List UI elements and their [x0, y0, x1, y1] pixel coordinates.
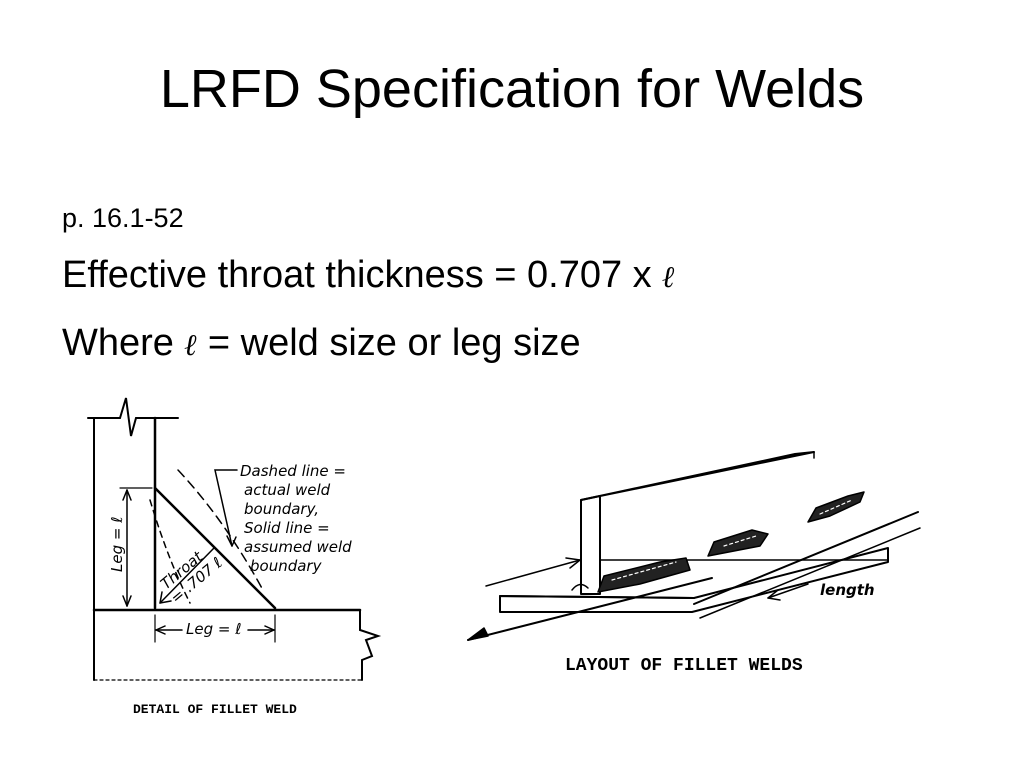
- weld-note-line-3: boundary,: [244, 500, 319, 518]
- weld-size-definition: Where ℓ = weld size or leg size: [62, 322, 581, 365]
- throat-formula-text: Effective throat thickness = 0.707 x: [62, 254, 652, 296]
- detail-caption: DETAIL OF FILLET WELD: [133, 702, 297, 717]
- ell-symbol-2: ℓ: [184, 328, 198, 363]
- weld-note-line-4: Solid line =: [244, 519, 330, 537]
- layout-caption: LAYOUT OF FILLET WELDS: [565, 656, 803, 676]
- where-text: Where: [62, 322, 174, 364]
- leg-vertical-label: Leg = ℓ: [108, 517, 126, 572]
- weld-note-line-1: Dashed line =: [240, 462, 346, 480]
- page-reference: p. 16.1-52: [62, 203, 184, 233]
- weld-note-line-2: actual weld: [244, 481, 331, 499]
- weld-note-line-5: assumed weld: [244, 538, 352, 556]
- ell-symbol: ℓ: [662, 260, 676, 295]
- fillet-weld-layout-drawing: [467, 451, 921, 641]
- weld-note-line-6: boundary: [250, 557, 323, 575]
- leg-horizontal-label: Leg = ℓ: [186, 620, 241, 638]
- slide-title: LRFD Specification for Welds: [159, 59, 865, 119]
- throat-formula: Effective throat thickness = 0.707 x ℓ: [62, 254, 675, 297]
- weld-size-text: = weld size or leg size: [207, 322, 581, 364]
- fillet-weld-detail-drawing: [87, 397, 382, 681]
- length-label: length: [820, 581, 875, 599]
